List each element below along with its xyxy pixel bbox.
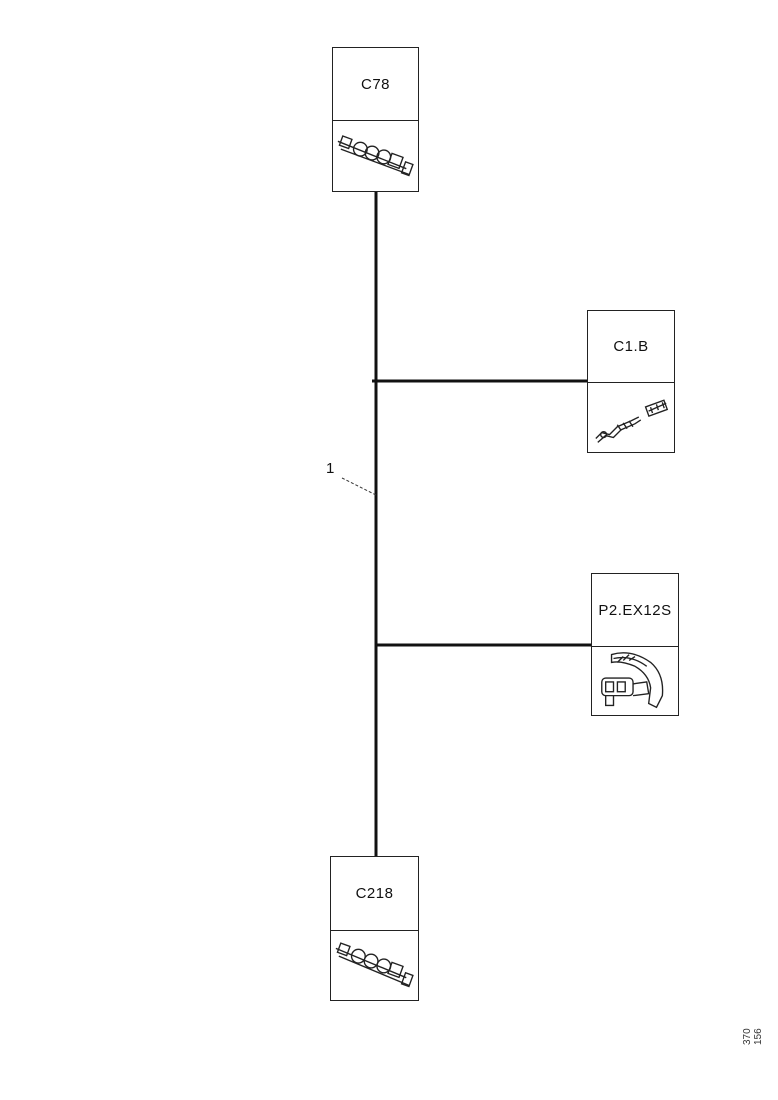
connector-c218-label: C218	[331, 857, 418, 931]
connector-c78-label: C78	[333, 48, 418, 121]
terminal-pin-icon	[588, 381, 674, 452]
connector-p2-ex12s[interactable]: P2.EX12S	[591, 573, 679, 716]
harness-callout-number: 1	[326, 460, 335, 477]
connector-c1b-label: C1.B	[588, 311, 674, 383]
callout-leader-line	[341, 477, 377, 496]
connector-c1b[interactable]: C1.B	[587, 310, 675, 453]
connector-c78[interactable]: C78	[332, 47, 419, 192]
connector-housing-icon	[333, 119, 418, 191]
document-id: 370 156	[742, 1028, 764, 1045]
connector-c218[interactable]: C218	[330, 856, 419, 1001]
connector-housing-icon	[331, 928, 418, 1000]
connector-p2-label: P2.EX12S	[592, 574, 678, 647]
connector-plug-icon	[592, 644, 678, 715]
